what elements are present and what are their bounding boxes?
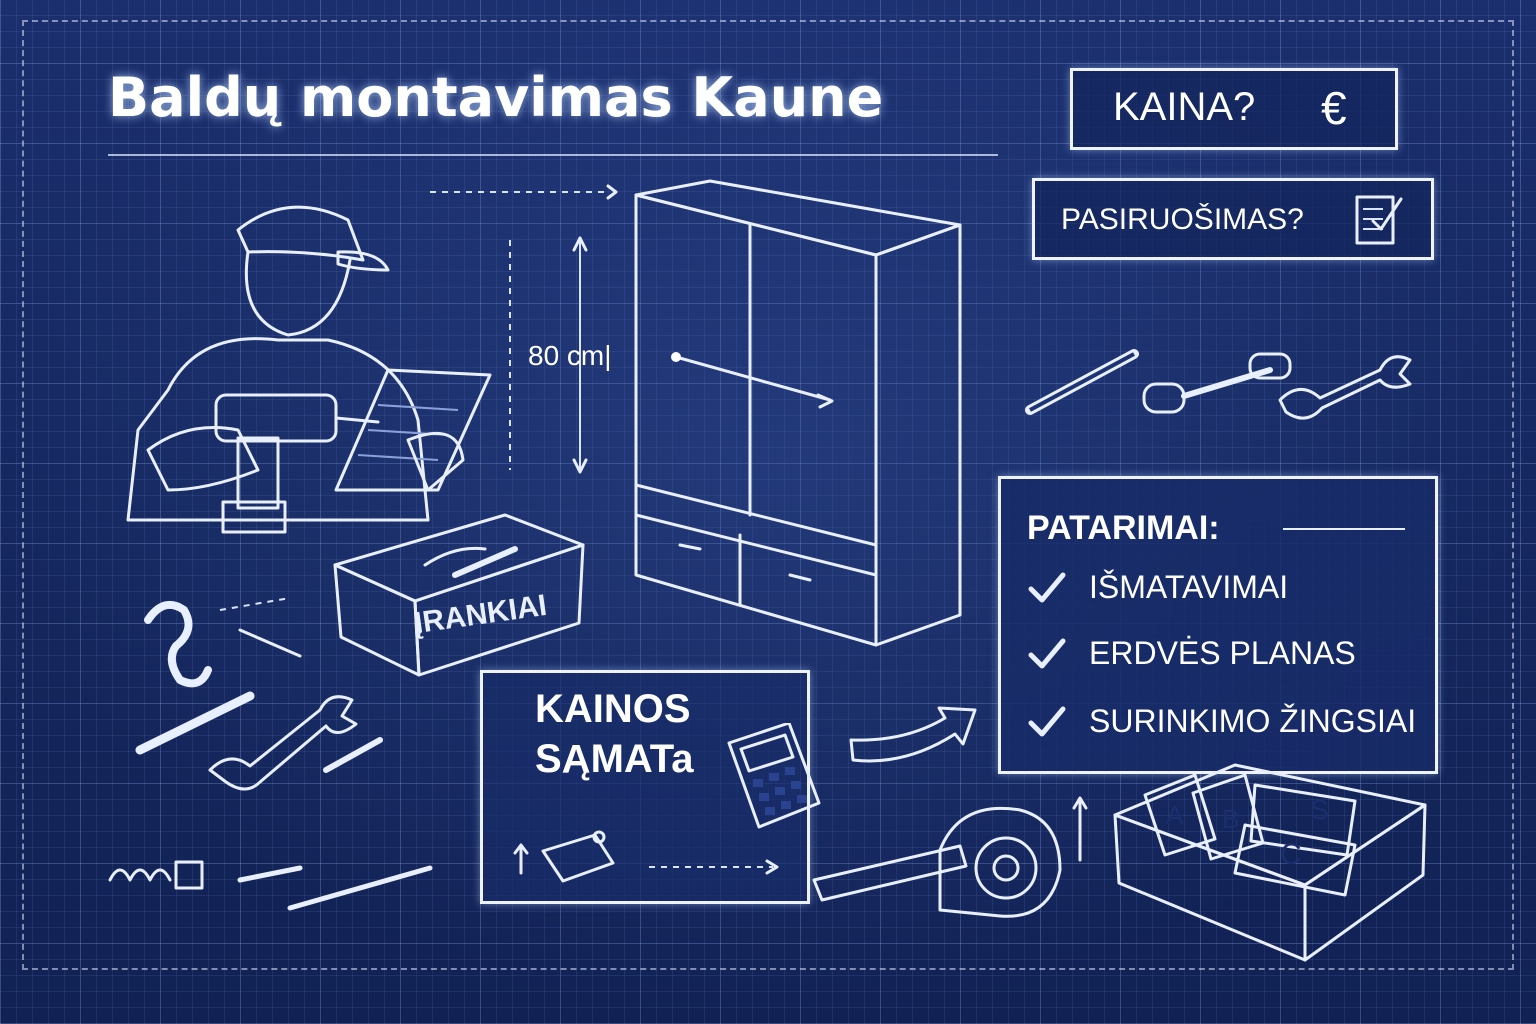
file-box-illustration (1113, 763, 1427, 962)
check-icon (1028, 638, 1066, 668)
price-box[interactable]: KAINA? € (1070, 68, 1398, 150)
tips-item-label: IŠMATAVIMAI (1089, 569, 1289, 605)
tips-heading: PATARIMAI: (1027, 509, 1220, 547)
tips-item: IŠMATAVIMAI (1027, 569, 1288, 606)
tips-item: ERDVĖS PLANAS (1027, 635, 1356, 672)
preparation-box[interactable]: PASIRUOŠIMAS? (1032, 178, 1434, 260)
preparation-label: PASIRUOŠIMAS? (1061, 203, 1304, 236)
tips-item-label: ERDVĖS PLANAS (1089, 635, 1356, 671)
tips-item: SURINKIMO ŽINGSIAI (1027, 703, 1416, 740)
price-label: KAINA? (1113, 85, 1256, 129)
check-icon (1028, 706, 1066, 736)
wardrobe-illustration (634, 179, 962, 647)
folder-tab-b: B (1222, 804, 1240, 834)
blueprint-frame (22, 20, 1514, 970)
worker-illustration (126, 205, 492, 534)
folder-tab-c: C (1280, 838, 1302, 871)
toolbox-illustration (333, 513, 585, 677)
check-icon (1028, 572, 1066, 602)
folder-tab-a: A (1166, 800, 1184, 830)
page-title: Baldų montavimas Kaune (108, 66, 884, 129)
dimension-label: 80 cm| (528, 340, 612, 371)
estimate-box[interactable]: KAINOS SĄMATa (480, 670, 821, 904)
arrow-icon (849, 706, 977, 763)
checklist-icon (1355, 195, 1403, 245)
scattered-tools-icons (108, 597, 433, 911)
estimate-line2: SĄMATa (535, 737, 694, 781)
title-underline (108, 154, 998, 156)
dimension-lines (430, 184, 618, 474)
tips-item-label: SURINKIMO ŽINGSIAI (1089, 703, 1417, 739)
tips-heading-rule (1283, 528, 1405, 530)
tools-row-icons (1025, 349, 1412, 420)
calculator-icon (727, 723, 821, 829)
tips-box: PATARIMAI: IŠMATAVIMAI ERDVĖS PLANAS SUR… (998, 476, 1438, 774)
estimate-line1: KAINOS (535, 687, 691, 731)
tag-icon (513, 830, 779, 883)
euro-icon: € (1321, 82, 1347, 134)
tape-measure-icon (812, 796, 1088, 918)
folder-tab-s: S (1310, 794, 1329, 825)
